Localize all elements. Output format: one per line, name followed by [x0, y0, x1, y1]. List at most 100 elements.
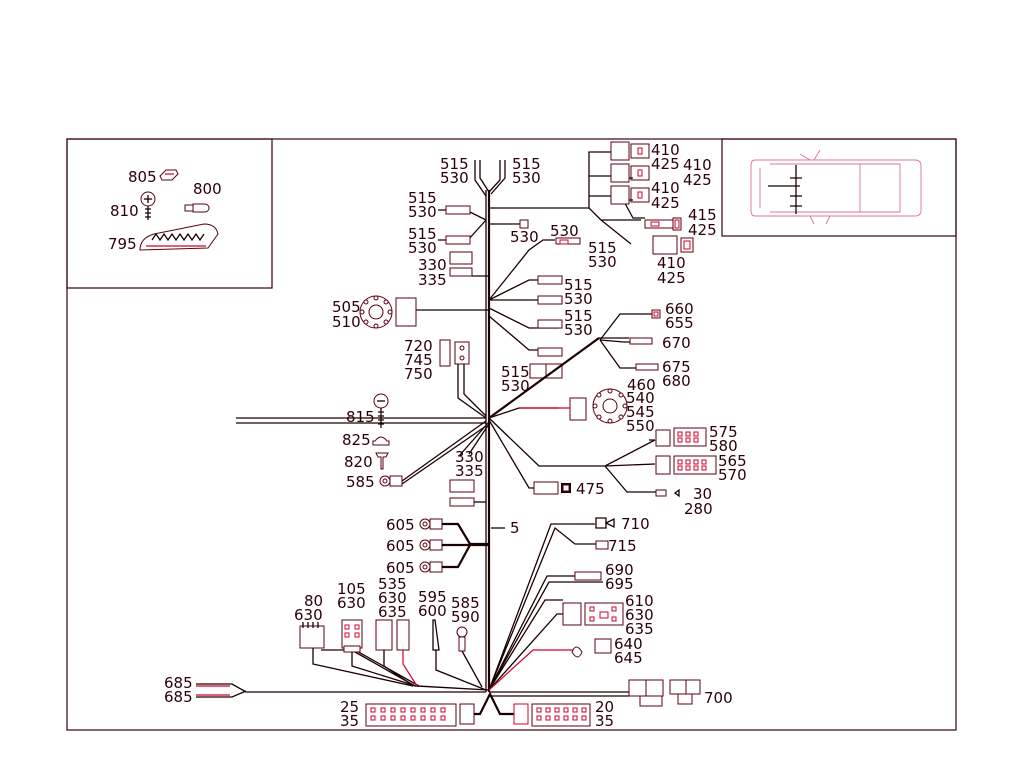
label-605: 605 — [386, 559, 415, 577]
connectors-605 — [419, 518, 488, 573]
connector-20-icon — [531, 703, 591, 727]
label-700: 700 — [704, 689, 733, 707]
label-335: 335 — [455, 462, 484, 480]
label-585: 585 — [346, 473, 375, 491]
label-635: 635 — [378, 603, 407, 621]
label-505: 505 — [332, 298, 361, 316]
label-805: 805 — [128, 168, 157, 186]
label-720: 720 — [404, 337, 433, 355]
label-610: 610 — [625, 592, 654, 610]
label-105: 105 — [337, 580, 366, 598]
connector-80-icon — [299, 625, 325, 649]
label-330: 330 — [455, 448, 484, 466]
label-680: 680 — [662, 372, 691, 390]
label-685: 685 — [164, 688, 193, 706]
label-530: 530 — [408, 203, 437, 221]
label-425: 425 — [651, 155, 680, 173]
vehicle-outline-icon — [750, 159, 922, 217]
label-675: 675 — [662, 358, 691, 376]
label-530: 530 — [564, 290, 593, 308]
label-515: 515 — [564, 276, 593, 294]
rivet-800-icon — [192, 203, 210, 213]
label-530: 530 — [501, 377, 530, 395]
label-695: 695 — [605, 575, 634, 593]
label-540: 540 — [626, 389, 655, 407]
label-425: 425 — [683, 171, 712, 189]
label-535: 535 — [378, 575, 407, 593]
label-600: 600 — [418, 602, 447, 620]
label-30: 30 — [693, 485, 712, 503]
grommet-640-icon — [571, 646, 583, 658]
label-335: 335 — [418, 271, 447, 289]
label-545: 545 — [626, 403, 655, 421]
label-815: 815 — [346, 408, 375, 426]
label-530: 530 — [588, 253, 617, 271]
plug-820-icon — [375, 452, 389, 470]
label-550: 550 — [626, 417, 655, 435]
label-280: 280 — [684, 500, 713, 518]
label-585: 585 — [451, 594, 480, 612]
label-515: 515 — [564, 307, 593, 325]
label-515: 515 — [440, 155, 469, 173]
callout-labels: 515 530 515 530 515 530 530 515 530 530 … — [164, 141, 747, 730]
label-635: 635 — [625, 620, 654, 638]
label-820: 820 — [344, 453, 373, 471]
label-825: 825 — [342, 431, 371, 449]
label-630: 630 — [378, 589, 407, 607]
label-530: 530 — [512, 169, 541, 187]
label-475: 475 — [576, 480, 605, 498]
label-425: 425 — [688, 221, 717, 239]
label-530: 530 — [510, 228, 539, 246]
label-425: 425 — [657, 269, 686, 287]
label-810: 810 — [110, 202, 139, 220]
label-5: 5 — [510, 519, 520, 537]
label-795: 795 — [108, 235, 137, 253]
cover-795-icon — [139, 223, 219, 251]
label-410: 410 — [651, 141, 680, 159]
label-645: 645 — [614, 649, 643, 667]
label-715: 715 — [608, 537, 637, 555]
label-35: 35 — [340, 712, 359, 730]
label-330: 330 — [418, 256, 447, 274]
label-710: 710 — [621, 515, 650, 533]
label-640: 640 — [614, 635, 643, 653]
label-530: 530 — [550, 222, 579, 240]
label-530: 530 — [564, 321, 593, 339]
label-690: 690 — [605, 561, 634, 579]
label-530: 530 — [440, 169, 469, 187]
label-460: 460 — [627, 376, 656, 394]
label-515: 515 — [501, 363, 530, 381]
label-515: 515 — [408, 189, 437, 207]
label-605: 605 — [386, 516, 415, 534]
label-410: 410 — [683, 156, 712, 174]
label-510: 510 — [332, 313, 361, 331]
label-570: 570 — [718, 466, 747, 484]
label-595: 595 — [418, 588, 447, 606]
clip-805-icon — [159, 169, 179, 181]
label-415: 415 — [688, 206, 717, 224]
label-745: 745 — [404, 351, 433, 369]
label-670: 670 — [662, 334, 691, 352]
label-750: 750 — [404, 365, 433, 383]
label-630: 630 — [294, 606, 323, 624]
label-660: 660 — [665, 300, 694, 318]
clip-825-icon — [372, 436, 390, 446]
label-425: 425 — [651, 194, 680, 212]
label-630: 630 — [337, 594, 366, 612]
label-605: 605 — [386, 537, 415, 555]
label-530: 530 — [408, 239, 437, 257]
label-800: 800 — [193, 180, 222, 198]
label-655: 655 — [665, 314, 694, 332]
label-575: 575 — [709, 423, 738, 441]
label-565: 565 — [718, 452, 747, 470]
inset-fasteners-frame — [66, 138, 273, 289]
main-frame — [66, 138, 957, 731]
label-515: 515 — [512, 155, 541, 173]
label-515: 515 — [588, 239, 617, 257]
label-685: 685 — [164, 674, 193, 692]
fasteners-inset: 805 800 810 795 — [108, 168, 222, 253]
inset-vehicle-frame — [721, 138, 957, 237]
label-20: 20 — [595, 698, 614, 716]
label-25: 25 — [340, 698, 359, 716]
